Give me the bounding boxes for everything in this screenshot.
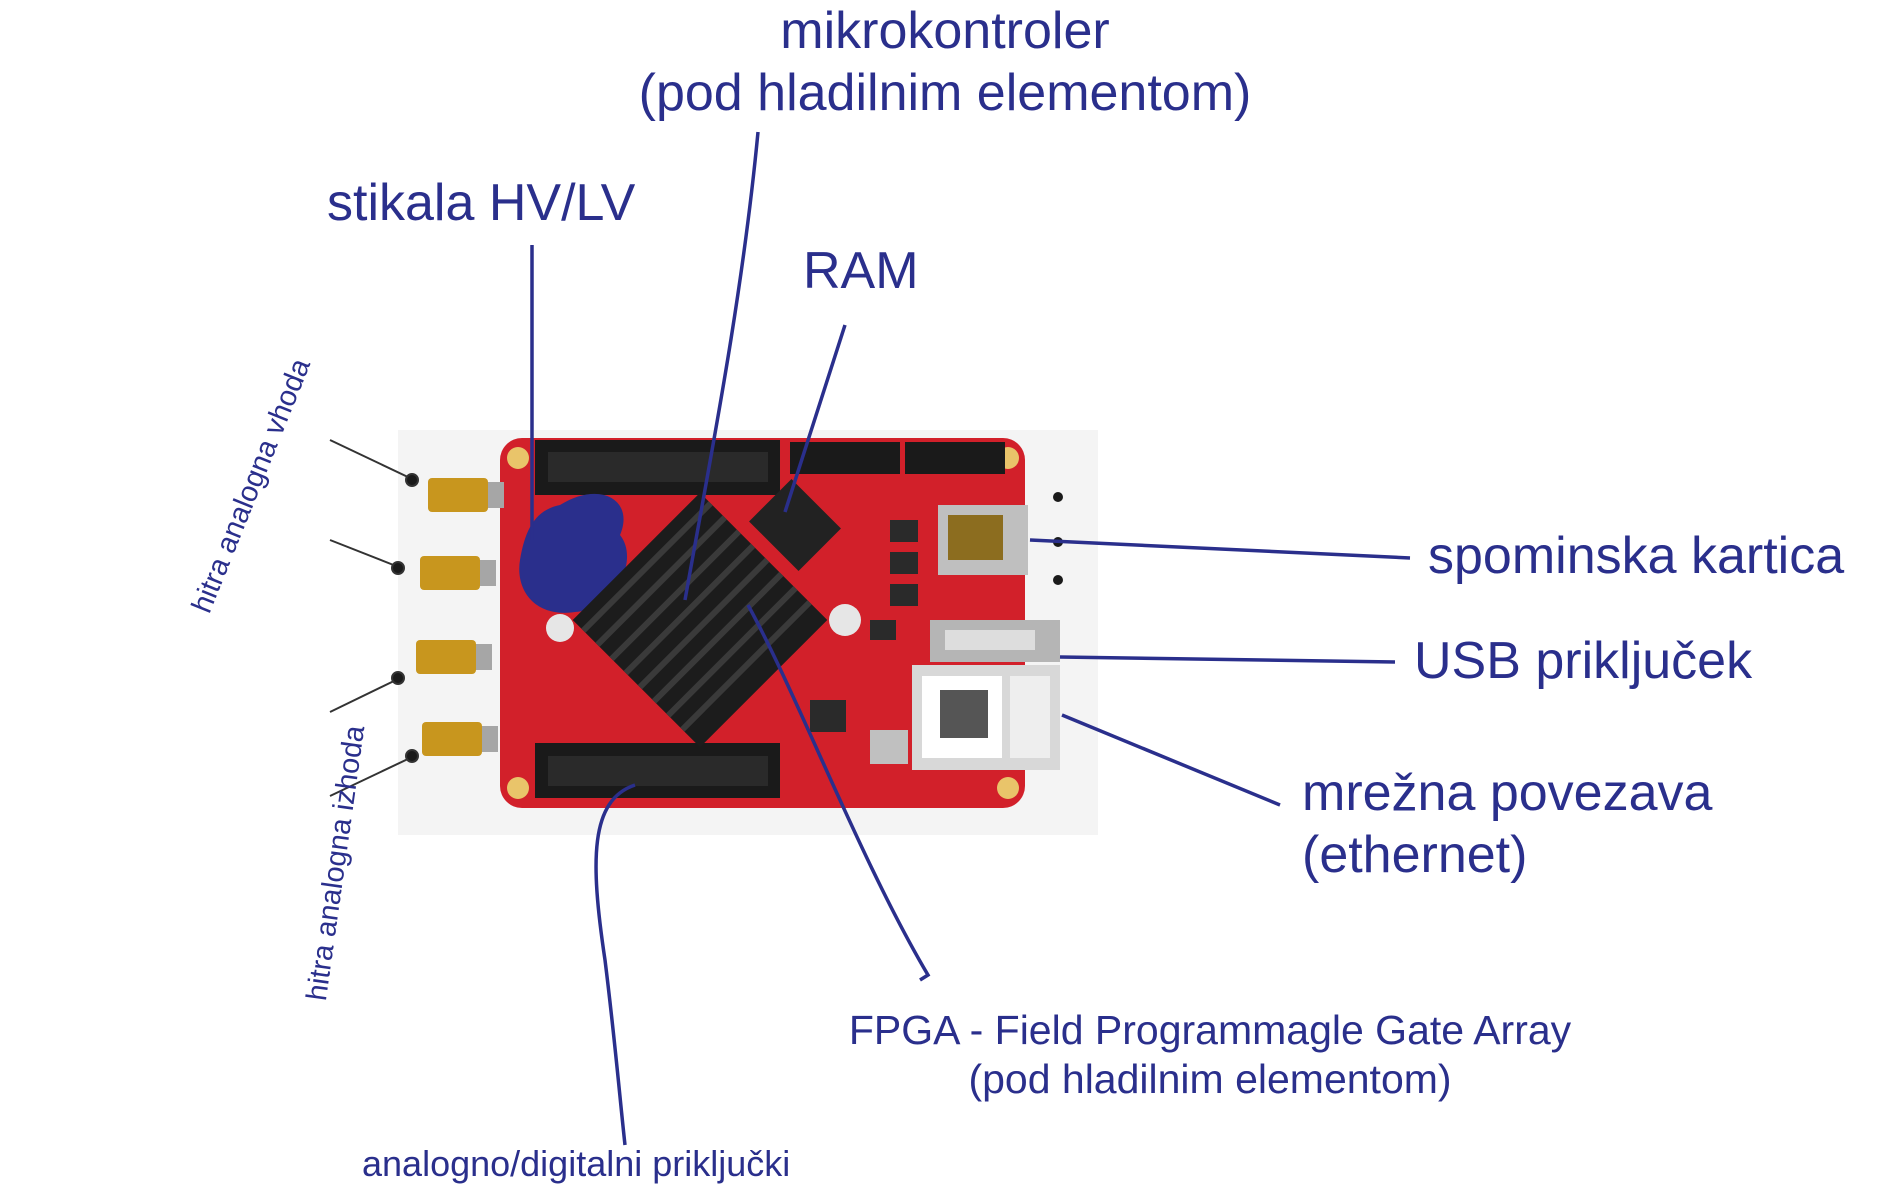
label-mcu-line2: (pod hladilnim elementom) — [615, 62, 1275, 124]
top-header-connector — [535, 440, 780, 495]
sd-card-slot — [938, 505, 1028, 575]
line-usb — [1060, 657, 1395, 662]
usb-port — [930, 620, 1060, 662]
label-mcu: mikrokontroler (pod hladilnim elementom) — [615, 0, 1275, 125]
sata-connector-2 — [905, 442, 1005, 474]
label-ram: RAM — [803, 240, 919, 302]
line-io — [596, 785, 635, 1145]
label-net-line1: mrežna povezava — [1302, 762, 1712, 824]
label-net-line2: (ethernet) — [1302, 824, 1712, 886]
label-fpga-line1: FPGA - Field Programmagle Gate Array — [790, 1006, 1630, 1055]
label-io: analogno/digitalni priključki — [362, 1142, 790, 1185]
label-net: mrežna povezava (ethernet) — [1302, 762, 1712, 887]
label-fpga: FPGA - Field Programmagle Gate Array (po… — [790, 1006, 1630, 1104]
label-usb: USB priključek — [1414, 630, 1752, 692]
label-mcu-line1: mikrokontroler — [615, 0, 1275, 62]
ethernet-module — [912, 665, 1060, 770]
label-fpga-line2: (pod hladilnim elementom) — [790, 1055, 1630, 1104]
bottom-header-connector — [535, 743, 780, 798]
label-memcard: spominska kartica — [1428, 525, 1844, 587]
label-switches: stikala HV/LV — [327, 172, 635, 234]
